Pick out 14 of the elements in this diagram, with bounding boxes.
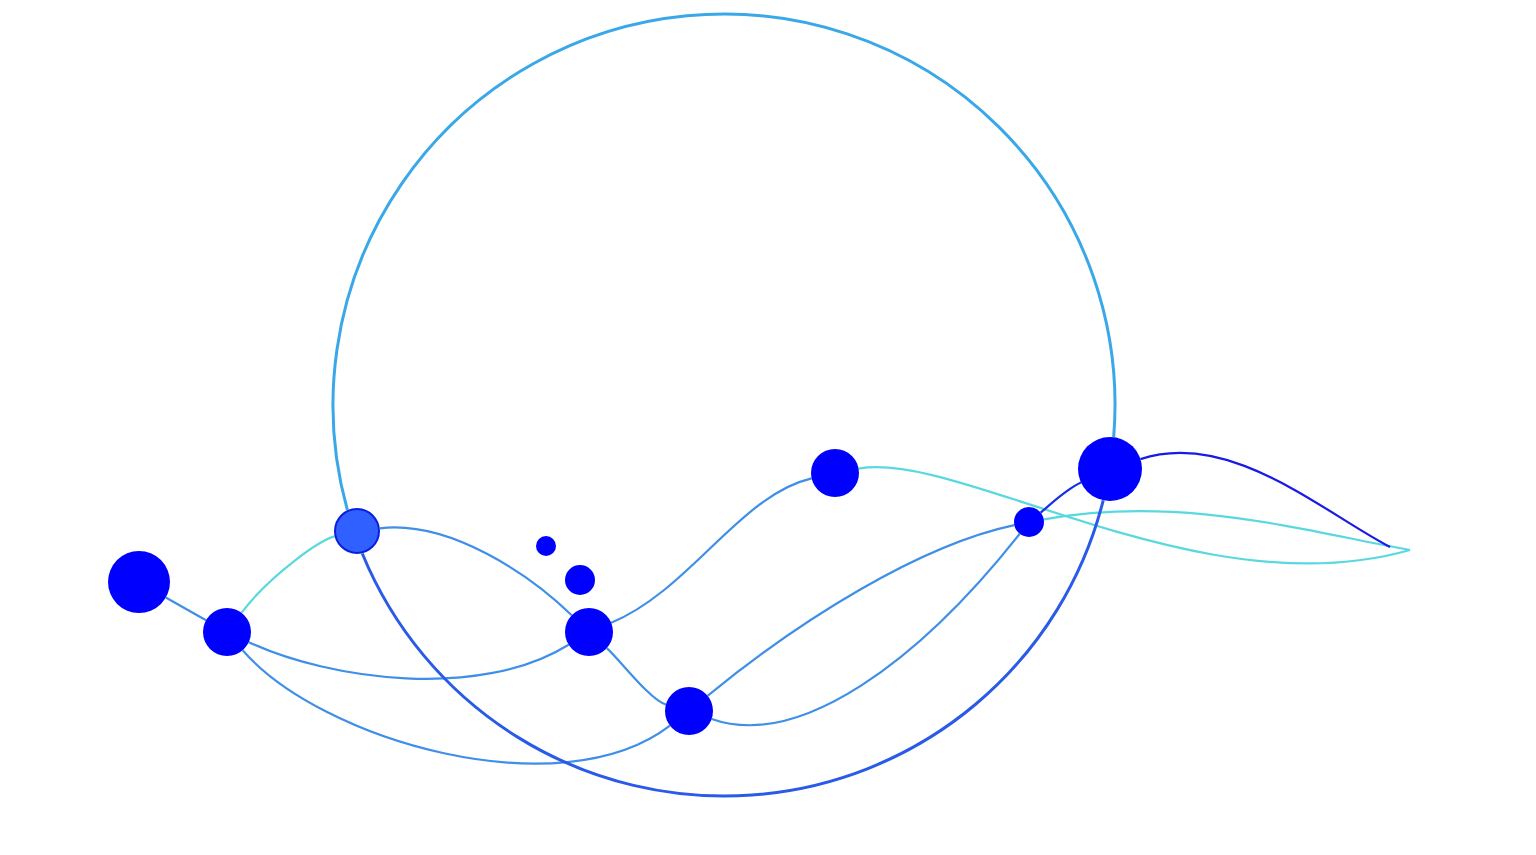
curved-connector — [331, 13, 1116, 511]
curved-connector — [379, 526, 573, 617]
curved-connector — [706, 524, 1015, 697]
curved-connector — [1043, 510, 1411, 552]
curved-connector — [241, 649, 671, 765]
curved-connector — [858, 466, 1411, 565]
curved-connector — [610, 477, 812, 624]
curved-connector — [165, 596, 207, 622]
curved-connector — [606, 647, 667, 706]
curved-connector — [240, 535, 335, 614]
curved-connector — [1140, 451, 1391, 548]
curved-connector — [248, 641, 570, 680]
curved-connector — [360, 499, 1105, 797]
curved-connector — [1039, 481, 1082, 514]
